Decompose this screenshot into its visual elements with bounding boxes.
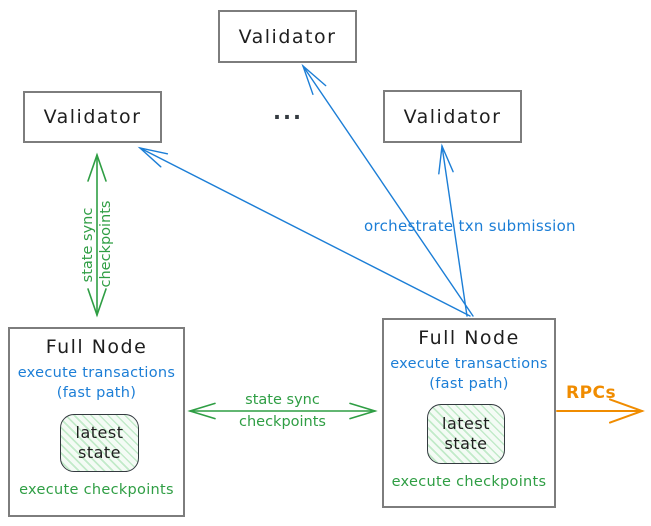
latest-state-right-line2: state bbox=[444, 434, 488, 453]
full-node-right-footer: execute checkpoints bbox=[391, 474, 547, 490]
state-sync-vertical-label-line1: state sync bbox=[80, 207, 96, 283]
full-node-left-title: Full Node bbox=[45, 336, 148, 358]
validator-top-box: Validator bbox=[218, 10, 357, 63]
latest-state-left-line1: latest bbox=[75, 423, 124, 442]
state-sync-horizontal-label-line2: checkpoints bbox=[239, 414, 326, 430]
validator-right-label: Validator bbox=[403, 105, 502, 128]
latest-state-box-left: latest state bbox=[60, 414, 139, 472]
validator-top-label: Validator bbox=[238, 25, 337, 48]
validator-right-box: Validator bbox=[383, 90, 522, 143]
full-node-right-box: Full Node execute transactions (fast pat… bbox=[382, 318, 556, 508]
full-node-left-footer: execute checkpoints bbox=[19, 482, 174, 498]
validator-left-label: Validator bbox=[43, 106, 142, 128]
state-sync-vertical-label-line2: checkpoints bbox=[98, 200, 114, 288]
latest-state-right-line1: latest bbox=[442, 414, 490, 433]
full-node-left-fast-path-line1: execute transactions bbox=[17, 365, 176, 381]
full-node-right-fast-path-line1: execute transactions bbox=[390, 356, 548, 372]
full-node-left-box: Full Node execute transactions (fast pat… bbox=[8, 327, 185, 517]
full-node-right-fast-path-line2: (fast path) bbox=[429, 376, 509, 392]
rpcs-label: RPCs bbox=[566, 383, 617, 403]
full-node-left-fast-path-line2: (fast path) bbox=[56, 385, 137, 401]
state-sync-horizontal-label-line1: state sync bbox=[245, 392, 320, 408]
latest-state-left-line2: state bbox=[77, 443, 122, 462]
latest-state-box-right: latest state bbox=[427, 404, 505, 464]
validators-ellipsis: ... bbox=[273, 100, 303, 124]
validator-left-box: Validator bbox=[23, 91, 162, 143]
full-node-right-title: Full Node bbox=[418, 327, 520, 349]
orchestrate-txn-submission-label: orchestrate txn submission bbox=[364, 217, 576, 235]
